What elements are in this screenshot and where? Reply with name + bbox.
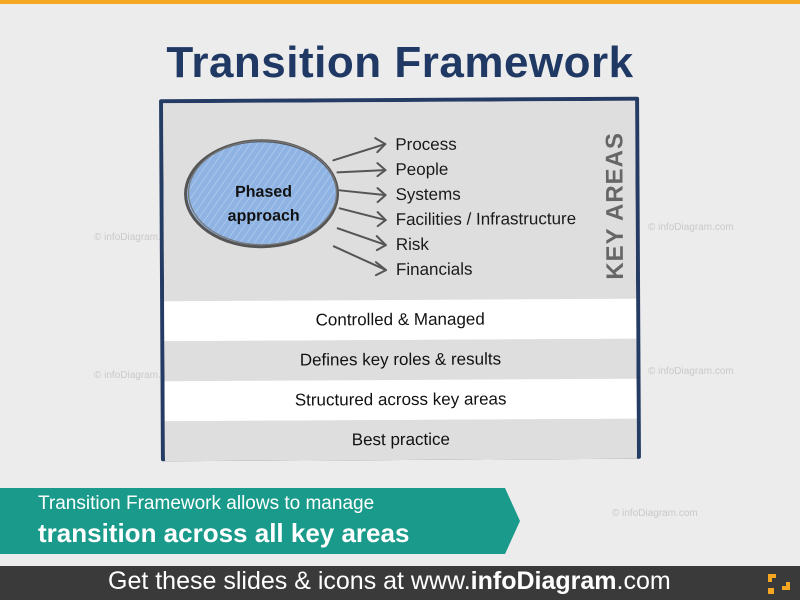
- phased-label-line1: Phased: [235, 183, 293, 201]
- arrow-head-icon: [376, 162, 387, 178]
- key-area-risk: Risk: [395, 234, 429, 255]
- key-area-facilities: Facilities / Infrastructure: [395, 209, 577, 230]
- key-areas-heading: KEY AREAS: [595, 131, 636, 281]
- arrow-icon: [332, 143, 387, 162]
- footer-prefix: Get these slides & icons at www.: [108, 567, 471, 595]
- summary-banner: [0, 488, 520, 554]
- key-areas-list: Process People Systems Facilities / Infr…: [395, 131, 576, 282]
- key-area-financials: Financials: [395, 259, 473, 280]
- watermark: © infoDiagram.com: [94, 370, 180, 381]
- footer-suffix: .com: [616, 567, 671, 595]
- band-key-roles: Defines key roles & results: [164, 338, 637, 382]
- banner-text-line1: Transition Framework allows to manage: [38, 493, 375, 514]
- arrow-icon: [336, 169, 387, 174]
- watermark: © infoDiagram.com: [612, 508, 698, 519]
- band-best-practice: Best practice: [164, 418, 637, 462]
- arrow-head-icon: [374, 137, 387, 154]
- arrow-head-icon: [376, 211, 387, 228]
- footer-link[interactable]: Get these slides & icons at www.infoDiag…: [108, 567, 671, 596]
- footer-bar: [0, 566, 800, 600]
- top-accent-bar: [0, 0, 800, 4]
- phased-approach-ellipse: [184, 139, 340, 249]
- arrow-icon: [332, 245, 387, 272]
- key-area-process: Process: [395, 134, 457, 155]
- arrow-icon: [338, 189, 387, 197]
- connector-arrows: [332, 137, 387, 277]
- phased-label-line2: approach: [227, 207, 300, 225]
- slide-title: Transition Framework: [166, 38, 634, 87]
- watermark: © infoDiagram.com: [94, 232, 180, 243]
- key-area-people: People: [395, 159, 449, 180]
- key-areas-heading-text: KEY AREAS: [601, 131, 630, 280]
- key-area-systems: Systems: [395, 184, 461, 205]
- framework-box: Phased approach Process People Systems F…: [159, 96, 641, 462]
- arrow-head-icon: [375, 235, 387, 252]
- watermark: © infoDiagram.com: [648, 366, 734, 377]
- arrow-icon: [336, 227, 387, 247]
- arrow-head-icon: [374, 261, 387, 277]
- watermark: © infoDiagram.com: [648, 222, 734, 233]
- arrow-icon: [338, 207, 387, 222]
- phased-approach-label: Phased approach: [201, 180, 325, 229]
- banner-text-line2: transition across all key areas: [38, 518, 410, 548]
- band-controlled-managed: Controlled & Managed: [164, 298, 637, 342]
- infodiagram-logo-icon: [768, 574, 790, 594]
- arrow-head-icon: [376, 187, 387, 204]
- band-structured: Structured across key areas: [164, 378, 637, 422]
- footer-brand: infoDiagram: [470, 567, 617, 595]
